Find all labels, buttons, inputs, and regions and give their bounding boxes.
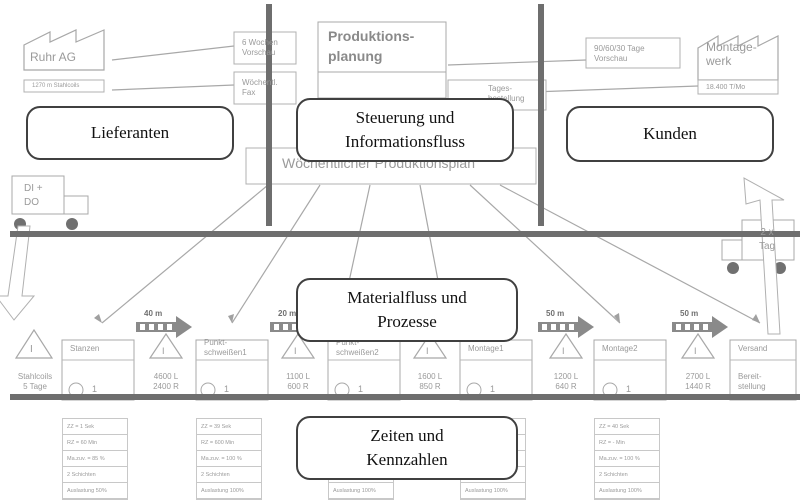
supplier-name: Ruhr AG xyxy=(30,50,77,64)
distance-label: 50 m xyxy=(546,309,565,318)
distance-label: 20 m xyxy=(278,309,297,318)
kpi-setup-time: RZ = 600 Min xyxy=(197,435,261,451)
label-kunden: Kunden xyxy=(566,106,774,162)
inventory-symbol: I xyxy=(426,346,429,356)
supplier-fax: Wöchentl. Fax xyxy=(242,78,278,97)
distance-label: 40 m xyxy=(144,309,163,318)
kpi-shifts xyxy=(461,467,525,483)
supplier-forecast: 6 Wochen Vorschau xyxy=(242,38,278,57)
kpi-shifts: 2 Schichten xyxy=(595,467,659,483)
process-montage1: Montage1 xyxy=(468,344,504,353)
customer-forecast: 90/60/30 Tage Vorschau xyxy=(594,44,645,63)
inventory-symbol: I xyxy=(294,346,297,356)
kpi-box-montage2: ZZ = 40 Sek RZ = - Min Ma.zuv. = 100 % 2… xyxy=(594,418,660,500)
label-lieferanten: Lieferanten xyxy=(26,106,234,160)
inventory-text: 1100 L 600 R xyxy=(286,372,310,391)
divider-info-material xyxy=(10,231,800,237)
customer-name: Montage- werk xyxy=(706,40,757,68)
operator-count: 1 xyxy=(92,384,98,394)
inventory-text: 2700 L 1440 R xyxy=(685,372,711,391)
kpi-availability: Ma.zuv. = 100 % xyxy=(197,451,261,467)
distance-label: 50 m xyxy=(680,309,699,318)
truck-right-label: 2 x Tag xyxy=(758,227,776,252)
operator-count: 1 xyxy=(358,384,364,394)
label-materialfluss: Materialfluss und Prozesse xyxy=(296,278,518,342)
kpi-utilization: Auslastung 50% xyxy=(63,483,127,499)
process-montage2: Montage2 xyxy=(602,344,638,353)
kpi-shifts: 2 Schichten xyxy=(63,467,127,483)
kpi-availability: Ma.zuv. = 100 % xyxy=(595,451,659,467)
kpi-utilization: Auslastung 100% xyxy=(197,483,261,499)
kpi-utilization: Auslastung 100% xyxy=(595,483,659,499)
process-versand: Versand xyxy=(738,344,768,353)
kpi-setup-time: RZ = - Min xyxy=(595,435,659,451)
process-punktschweissen1: Punkt- schweißen1 xyxy=(204,338,247,357)
inventory-symbol: I xyxy=(562,346,565,356)
shipping-text: Bereit- stellung xyxy=(738,372,766,391)
customer-qty: 18.400 T/Mo xyxy=(706,84,746,91)
inventory-symbol: I xyxy=(694,346,697,356)
operator-count: 1 xyxy=(626,384,632,394)
inventory-text: Stahlcoils 5 Tage xyxy=(17,372,53,391)
kpi-cycle-time: ZZ = 39 Sek xyxy=(197,419,261,435)
kpi-box-punktschweissen1: ZZ = 39 Sek RZ = 600 Min Ma.zuv. = 100 %… xyxy=(196,418,262,500)
truck-left-label: DI + DO xyxy=(24,183,43,208)
kpi-utilization: Auslastung 100% xyxy=(461,483,525,499)
kpi-availability: Ma.zuv. = 85 % xyxy=(63,451,127,467)
supplier-qty: 1270 m Stahlcoils xyxy=(32,83,80,89)
divider-left xyxy=(266,4,272,226)
inventory-symbol: I xyxy=(162,346,165,356)
kpi-cycle-time: ZZ = 40 Sek xyxy=(595,419,659,435)
operator-count: 1 xyxy=(490,384,496,394)
divider-material-kpi xyxy=(10,394,800,400)
supplier-factory-icon xyxy=(23,29,105,71)
kpi-box-stanzen: ZZ = 1 Sek RZ = 60 Min Ma.zuv. = 85 % 2 … xyxy=(62,418,128,500)
kpi-cycle-time: ZZ = 1 Sek xyxy=(63,419,127,435)
process-punktschweissen2: Punkt- schweißen2 xyxy=(336,338,379,357)
inventory-text: 1200 L 640 R xyxy=(553,372,579,391)
process-stanzen: Stanzen xyxy=(70,344,100,353)
label-zeiten: Zeiten und Kennzahlen xyxy=(296,416,518,480)
kpi-shifts xyxy=(329,467,393,483)
left-truck-icon xyxy=(11,175,89,215)
kpi-utilization: Auslastung 100% xyxy=(329,483,393,499)
inventory-symbol: I xyxy=(30,344,33,355)
kpi-setup-time: RZ = 60 Min xyxy=(63,435,127,451)
operator-count: 1 xyxy=(224,384,230,394)
planning-title: Produktions- planung xyxy=(328,28,415,64)
inventory-text: 4600 L 2400 R xyxy=(153,372,179,391)
inventory-text: 1600 L 850 R xyxy=(417,372,443,391)
label-steuerung: Steuerung und Informationsfluss xyxy=(296,98,514,162)
divider-right xyxy=(538,4,544,226)
kpi-shifts: 2 Schichten xyxy=(197,467,261,483)
